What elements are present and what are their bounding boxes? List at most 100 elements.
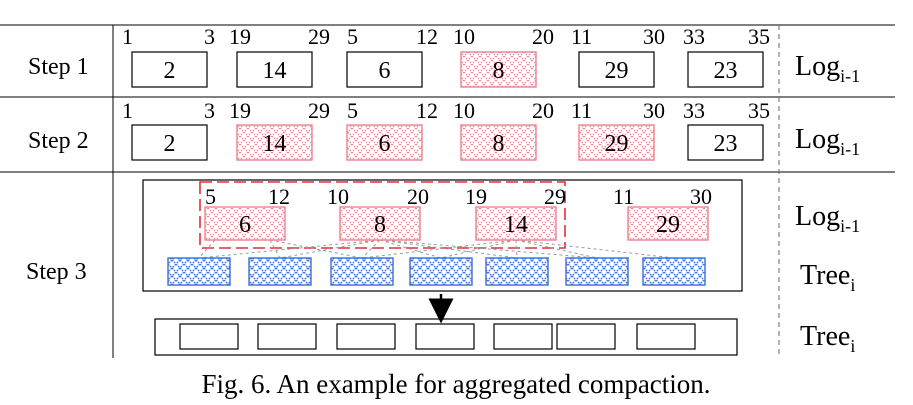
key-range-end: 20	[407, 184, 429, 209]
side-label-step1: Logi-1	[795, 51, 860, 86]
overlap-link	[379, 239, 518, 259]
file-value: 29	[656, 212, 680, 238]
overlap-link	[515, 239, 518, 259]
file-box	[578, 51, 655, 88]
grouped-log-file: 10 20 8	[327, 184, 429, 241]
overlap-link	[379, 239, 442, 259]
overlap-link	[379, 239, 598, 259]
sstable-file: 10 20 8	[453, 98, 554, 161]
side-label-step3-log: Logi-1	[795, 201, 860, 236]
side-label-step2: Logi-1	[795, 124, 860, 159]
overlap-link	[515, 239, 598, 259]
grouped-files-dashed-box	[199, 181, 566, 249]
key-range-start: 11	[571, 24, 592, 49]
key-range-end: 30	[643, 98, 665, 123]
tree-sstable	[167, 257, 231, 286]
file-box	[687, 124, 764, 161]
result-sstable	[493, 323, 553, 350]
result-sstable	[636, 323, 696, 350]
key-range-start: 11	[613, 184, 634, 209]
key-range-end: 20	[532, 98, 554, 123]
key-range-start: 5	[347, 24, 358, 49]
key-range-end: 35	[748, 98, 770, 123]
log-file: 11 30 29	[613, 184, 712, 241]
file-value: 8	[493, 58, 505, 84]
file-value: 14	[263, 58, 287, 84]
tree-sstable	[330, 257, 394, 286]
hatched-file-box	[578, 124, 655, 161]
result-sstable	[179, 323, 239, 350]
key-range-start: 5	[347, 98, 358, 123]
key-range-start: 1	[122, 24, 133, 49]
table-frame	[0, 24, 895, 358]
key-range-start: 33	[683, 98, 705, 123]
overlap-link	[440, 239, 517, 259]
file-box	[687, 51, 764, 88]
file-value: 2	[164, 58, 176, 84]
key-range-end: 29	[308, 24, 330, 49]
result-sstable	[336, 323, 396, 350]
hatched-file-box	[204, 206, 286, 241]
key-range-end: 3	[204, 98, 215, 123]
hatched-file-box	[339, 206, 421, 241]
tree-sstable	[642, 257, 706, 286]
overlap-link	[361, 239, 517, 259]
key-range-start: 33	[683, 24, 705, 49]
overlap-link	[269, 239, 363, 259]
key-range-end: 20	[532, 24, 554, 49]
tree-sstable	[485, 257, 549, 286]
overlap-link	[269, 239, 281, 259]
side-label-result-tree: Treei	[800, 321, 855, 356]
result-sstable	[415, 323, 475, 350]
file-value: 8	[493, 131, 505, 157]
key-range-end: 3	[204, 24, 215, 49]
key-range-start: 19	[229, 24, 251, 49]
file-value: 6	[379, 58, 391, 84]
overlap-link	[279, 239, 381, 259]
hatched-file-box	[460, 51, 537, 88]
file-value: 14	[504, 212, 528, 238]
file-value: 29	[605, 131, 629, 157]
tree-blocks	[167, 257, 706, 286]
file-value: 6	[379, 131, 391, 157]
sstable-file: 11 30 29	[571, 98, 665, 161]
file-value: 8	[374, 212, 386, 238]
hatched-file-box	[460, 124, 537, 161]
side-labels: Logi-1 Logi-1 Logi-1 Treei Treei	[795, 51, 860, 356]
step-label: Step 1	[28, 54, 89, 80]
hatched-file-box	[346, 124, 423, 161]
file-value: 6	[239, 212, 251, 238]
key-range-end: 29	[544, 184, 566, 209]
sstable-file: 19 29 14	[229, 24, 330, 88]
file-value: 23	[714, 131, 738, 157]
key-range-end: 35	[748, 24, 770, 49]
result-sstable	[556, 323, 616, 350]
key-range-end: 30	[643, 24, 665, 49]
file-box	[236, 51, 313, 88]
key-range-start: 5	[205, 184, 216, 209]
result-outer-box	[154, 318, 738, 356]
key-range-start: 10	[453, 98, 475, 123]
hatched-file-box	[236, 124, 313, 161]
hatched-file-box	[475, 206, 557, 241]
result-tree-blocks	[179, 323, 696, 350]
file-value: 23	[714, 58, 738, 84]
result-sstable	[257, 323, 317, 350]
overlap-link	[361, 239, 381, 259]
key-range-start: 11	[571, 98, 592, 123]
tree-sstable	[565, 257, 629, 286]
key-range-start: 10	[327, 184, 349, 209]
key-range-end: 30	[690, 184, 712, 209]
key-range-end: 29	[308, 98, 330, 123]
